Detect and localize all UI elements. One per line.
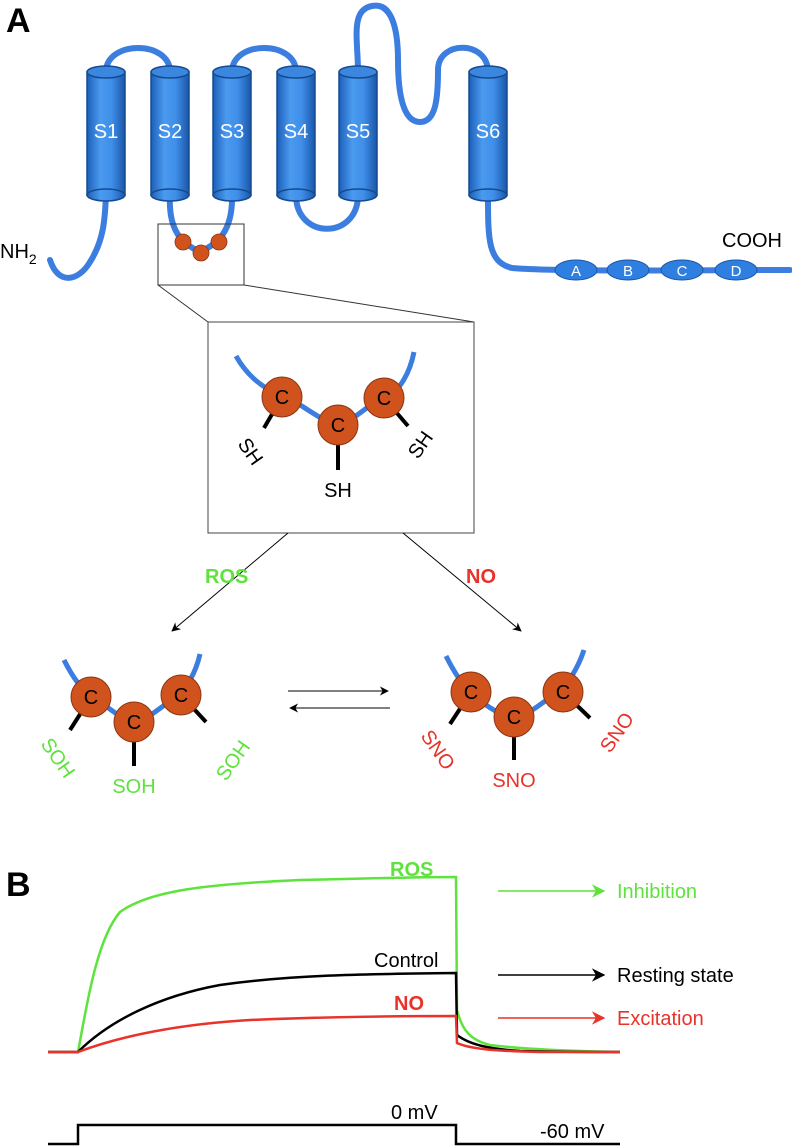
sno-cysteine-left xyxy=(450,671,492,713)
helix-s1-label: S1 xyxy=(94,121,118,143)
ox-cysteine-left xyxy=(70,676,112,718)
trace-no xyxy=(48,1014,620,1054)
trace-no-label: NO xyxy=(394,993,424,1015)
helix-s6-label: S6 xyxy=(476,121,500,143)
ox-cysteine-right xyxy=(160,674,202,716)
step-voltage-label: 0 mV xyxy=(391,1102,438,1124)
ros-reaction-label: ROS xyxy=(205,566,248,588)
domain-c xyxy=(660,259,704,281)
helix-s6: S6 xyxy=(468,65,508,202)
reduced-cysteines: C C C SH SH SH xyxy=(233,351,438,502)
c-terminal-domains: A B C D xyxy=(554,259,758,281)
no-arrow xyxy=(402,532,522,632)
sno-left: SNO xyxy=(416,726,459,774)
cysteine-right-label: C xyxy=(377,388,391,410)
voltage-protocol xyxy=(48,1123,620,1146)
domain-a xyxy=(554,259,598,281)
domain-d-label: D xyxy=(731,263,742,280)
trace-control-label: Control xyxy=(374,950,438,972)
sno-cysteine-left-label: C xyxy=(464,682,478,704)
sno-cysteine-right-label: C xyxy=(556,682,570,704)
domain-d xyxy=(714,259,758,281)
thiol-middle: SH xyxy=(324,480,352,502)
trace-ros xyxy=(48,875,621,1054)
effect-resting-state: Resting state xyxy=(617,965,734,987)
panel-a-letter: A xyxy=(6,2,31,40)
current-traces xyxy=(48,875,621,1054)
ox-cysteine-middle-label: C xyxy=(127,712,141,734)
domain-a-label: A xyxy=(571,263,581,280)
sno-middle: SNO xyxy=(492,770,535,792)
pore-loop xyxy=(353,2,491,126)
cysteine-middle xyxy=(317,404,359,446)
zoom-indicator xyxy=(157,223,475,534)
helix-s2-label: S2 xyxy=(158,121,182,143)
cysteine-right xyxy=(363,377,405,419)
helix-s4-label: S4 xyxy=(284,121,308,143)
ox-cysteine-left-label: C xyxy=(84,687,98,709)
c-terminus-label: COOH xyxy=(722,230,782,252)
cysteine-left-label: C xyxy=(275,387,289,409)
trace-control xyxy=(48,971,621,1054)
ox-cysteine-middle xyxy=(113,701,155,743)
cysteine-middle-label: C xyxy=(331,415,345,437)
loop-s1-s2 xyxy=(103,45,173,75)
effect-excitation: Excitation xyxy=(617,1008,704,1030)
nitrosylated-cysteines: C C C SNO SNO SNO xyxy=(416,649,639,792)
oxidized-cysteines: C C C SOH SOH SOH xyxy=(36,653,255,798)
sno-cysteine-right xyxy=(542,671,584,713)
helix-s3: S3 xyxy=(212,65,252,202)
trace-ros-label: ROS xyxy=(390,859,433,881)
cysteine-left xyxy=(261,376,303,418)
no-reaction-label: NO xyxy=(466,566,496,588)
holding-voltage-label: -60 mV xyxy=(540,1121,605,1143)
loop-cysteines xyxy=(174,233,228,262)
helix-s4: S4 xyxy=(276,65,316,202)
sno-cysteine-middle-label: C xyxy=(507,707,521,729)
sno-cysteine-middle xyxy=(493,696,535,738)
n-terminal-tail xyxy=(47,192,109,281)
soh-left: SOH xyxy=(36,734,79,782)
helix-s2: S2 xyxy=(150,65,190,202)
thiol-left: SH xyxy=(233,434,267,469)
ros-arrow xyxy=(171,532,289,632)
ox-cysteine-right-label: C xyxy=(174,685,188,707)
loop-s3-s4 xyxy=(229,45,299,75)
domain-b-label: B xyxy=(623,263,633,280)
domain-c-label: C xyxy=(677,263,688,280)
domain-b xyxy=(606,259,650,281)
soh-right: SOH xyxy=(212,737,255,785)
soh-middle: SOH xyxy=(112,776,155,798)
sno-right: SNO xyxy=(596,709,639,757)
effect-inhibition: Inhibition xyxy=(617,881,697,903)
helix-s5-label: S5 xyxy=(346,121,370,143)
helix-s1: S1 xyxy=(86,65,126,202)
helix-s5: S5 xyxy=(338,65,378,202)
n-terminus-label: NH2 xyxy=(0,241,37,267)
loop-s4-s5 xyxy=(293,192,361,232)
thiol-right: SH xyxy=(404,427,438,462)
panel-b-letter: B xyxy=(6,866,31,904)
helix-group: S1 S2 S3 S4 S5 xyxy=(86,65,508,202)
helix-s3-label: S3 xyxy=(220,121,244,143)
